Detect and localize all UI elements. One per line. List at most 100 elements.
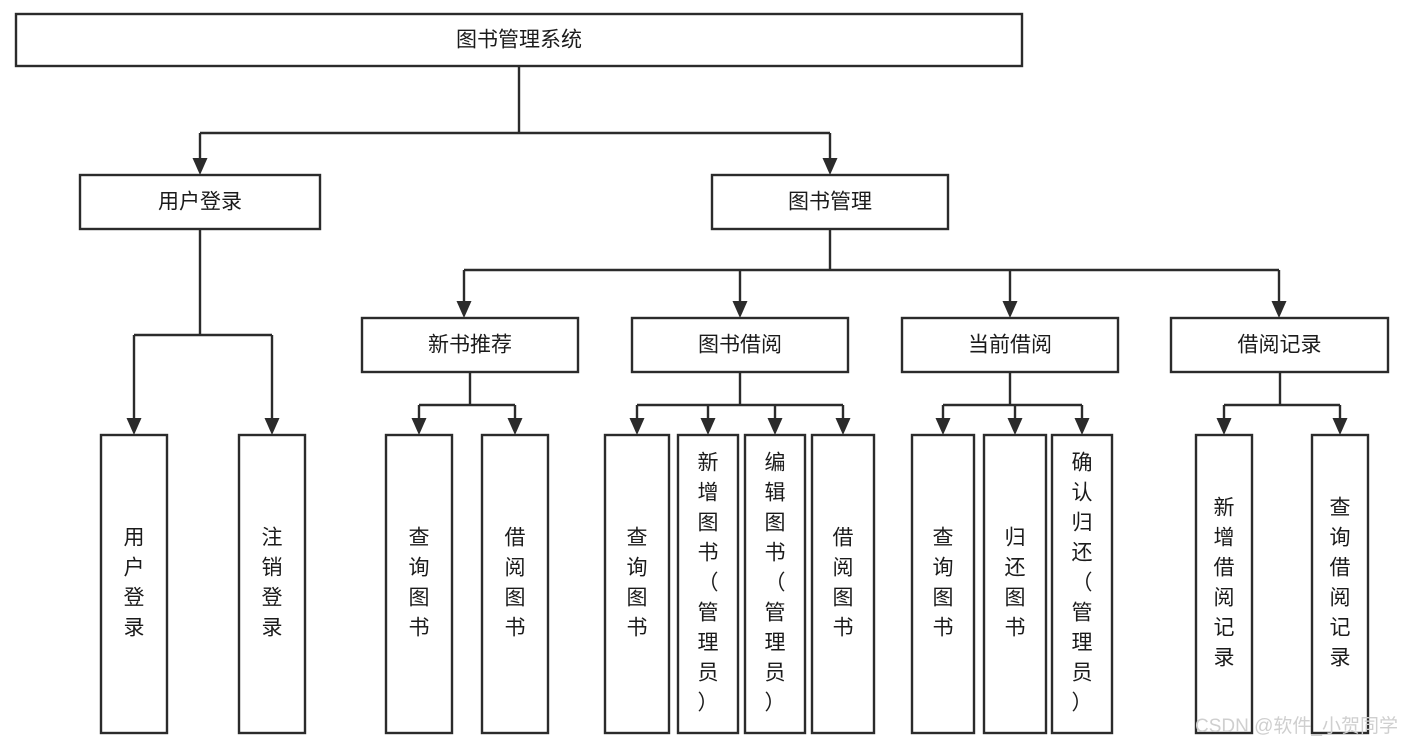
node-label-char: 增 [698, 482, 719, 505]
node-label: 图书管理系统 [456, 29, 582, 52]
node-box-level3[interactable] [1169, 316, 1390, 374]
node-box-level2[interactable] [710, 173, 950, 231]
arrow-head-icon [456, 301, 472, 318]
connector-book-manage-to-level3 [456, 229, 1287, 318]
node-label-char: 户 [124, 557, 145, 580]
node-label-char: 借 [505, 527, 526, 550]
node-label: 图书借阅 [698, 334, 782, 357]
node-box-leaf[interactable] [1194, 433, 1254, 735]
node-borrow-record[interactable]: 借阅记录 [1169, 316, 1390, 374]
node-box-root[interactable] [14, 12, 1024, 68]
node-box-level3[interactable] [900, 316, 1120, 374]
connector-current-borrow-to-leaves [935, 372, 1090, 435]
node-label-char: ） [765, 692, 786, 715]
arrow-head-icon [835, 418, 851, 435]
node-label-char: （ [698, 572, 719, 595]
node-label-char: 查 [627, 527, 648, 550]
node-box-leaf[interactable] [982, 433, 1048, 735]
node-label-char: 归 [1072, 512, 1093, 535]
node-label-char: 借 [833, 527, 854, 550]
arrow-head-icon [1074, 418, 1090, 435]
node-box-leaf[interactable] [810, 433, 876, 735]
node-label-char: 登 [262, 587, 283, 610]
node-box-leaf[interactable] [99, 433, 169, 735]
arrow-head-icon [700, 418, 716, 435]
node-box-level2[interactable] [78, 173, 322, 231]
arrow-head-icon [629, 418, 645, 435]
node-label-char: 录 [262, 617, 283, 640]
node-book-borrow[interactable]: 图书借阅 [630, 316, 850, 374]
node-label-char: 查 [933, 527, 954, 550]
arrow-head-icon [1216, 418, 1232, 435]
node-label-char: 管 [1072, 602, 1093, 625]
node-label-char: 辑 [765, 482, 786, 505]
node-label-char: 增 [1214, 527, 1235, 550]
node-label-char: 查 [409, 527, 430, 550]
node-box-leaf[interactable] [384, 433, 454, 735]
node-new-book-recommend[interactable]: 新书推荐 [360, 316, 580, 374]
node-box-leaf[interactable] [743, 433, 807, 735]
node-label-char: 书 [698, 542, 719, 565]
node-leaf-user-login[interactable]: 用户登录 [99, 433, 169, 735]
node-label: 新书推荐 [428, 334, 512, 357]
node-label-char: 图 [833, 587, 854, 610]
node-book-manage[interactable]: 图书管理 [710, 173, 950, 231]
node-label-char: 图 [698, 512, 719, 535]
node-box-leaf[interactable] [237, 433, 307, 735]
node-label-char: 录 [1330, 647, 1351, 670]
node-box-leaf[interactable] [1050, 433, 1114, 735]
node-label-char: 录 [124, 617, 145, 640]
node-label: 用户登录 [124, 527, 145, 640]
node-box-leaf[interactable] [1310, 433, 1370, 735]
node-label-char: 录 [1214, 647, 1235, 670]
node-label-char: 用 [124, 527, 145, 550]
node-label: 图书管理 [788, 191, 872, 214]
node-root[interactable]: 图书管理系统 [14, 12, 1024, 68]
node-box-leaf[interactable] [676, 433, 740, 735]
node-label-char: 理 [765, 632, 786, 655]
node-label: 用户登录 [158, 191, 242, 214]
arrow-head-icon [411, 418, 427, 435]
node-label-char: 书 [933, 617, 954, 640]
arrow-head-icon [1332, 418, 1348, 435]
node-label-char: 图 [1005, 587, 1026, 610]
node-box-leaf[interactable] [603, 433, 671, 735]
node-label-char: 图 [505, 587, 526, 610]
node-current-borrow[interactable]: 当前借阅 [900, 316, 1120, 374]
arrow-head-icon [1002, 301, 1018, 318]
node-label-char: 借 [1330, 557, 1351, 580]
node-label-char: 书 [627, 617, 648, 640]
node-label-char: 书 [833, 617, 854, 640]
connector-user-login-to-leaves [126, 229, 280, 435]
node-label-char: 书 [765, 542, 786, 565]
node-box-level3[interactable] [360, 316, 580, 374]
node-label-char: 书 [505, 617, 526, 640]
node-label-char: 借 [1214, 557, 1235, 580]
connector-root-to-level2 [192, 66, 838, 175]
node-box-leaf[interactable] [480, 433, 550, 735]
node-label-char: 图 [765, 512, 786, 535]
node-box-leaf[interactable] [910, 433, 976, 735]
node-label: 借阅记录 [1238, 334, 1322, 357]
node-box-level3[interactable] [630, 316, 850, 374]
node-label-char: ） [698, 692, 719, 715]
node-user-login[interactable]: 用户登录 [78, 173, 322, 231]
arrow-head-icon [264, 418, 280, 435]
